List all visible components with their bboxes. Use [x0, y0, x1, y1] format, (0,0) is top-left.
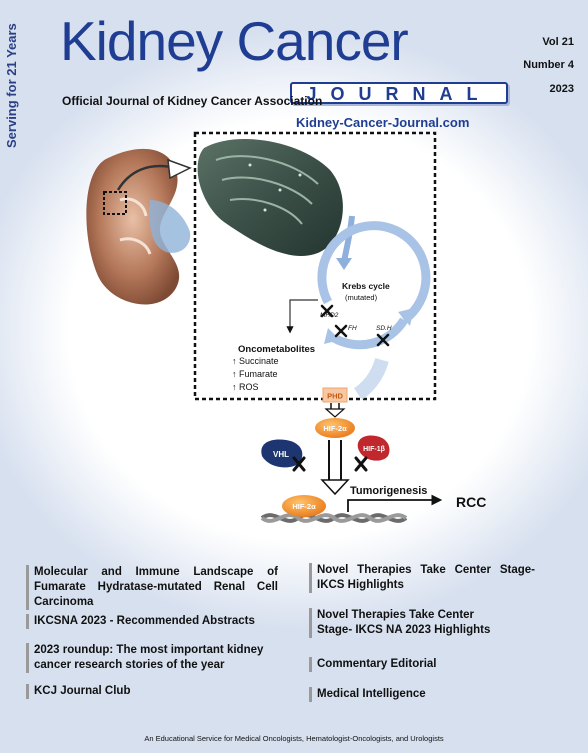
journal-banner: JOURNAL — [290, 82, 508, 104]
enzyme-mhd2: MHD2 — [320, 312, 339, 319]
enzyme-fh: FH — [348, 325, 357, 332]
krebs-title: Krebs cycle — [342, 281, 390, 291]
article-medical-intelligence[interactable]: Medical Intelligence — [309, 687, 535, 702]
article-ikcs-na-highlights[interactable]: Novel Therapies Take Center Stage- IKCS … — [309, 608, 509, 638]
hif1b-node — [357, 435, 390, 461]
phd-label: PHD — [327, 392, 343, 401]
journal-subtitle: Official Journal of Kidney Cancer Associ… — [62, 94, 323, 108]
enzyme-block-marks — [320, 304, 390, 347]
journal-word: JOURNAL — [306, 84, 492, 104]
phd-box — [322, 387, 348, 403]
hif1b-label: HIF-1β — [363, 446, 386, 453]
hif2a-top-label: HIF-2α — [323, 424, 347, 433]
onco-item-fumarate: Fumarate — [239, 369, 278, 379]
article-ikcsna-abstracts[interactable]: IKCSNA 2023 - Recommended Abstracts — [26, 614, 278, 629]
cover-footer: An Educational Service for Medical Oncol… — [144, 734, 444, 743]
rcc-label: RCC — [456, 494, 486, 510]
vhl-node — [261, 439, 303, 468]
journal-title: Kidney Cancer — [60, 10, 409, 72]
tumorigenesis-label: Tumorigenesis — [350, 485, 427, 497]
enzyme-sdh: SD.H — [376, 325, 392, 332]
svg-text:↑: ↑ — [232, 382, 237, 392]
article-commentary-editorial[interactable]: Commentary Editorial — [309, 657, 535, 672]
kidney-illustration — [86, 148, 191, 305]
mitochondrion-illustration — [197, 139, 343, 256]
onco-title: Oncometabolites — [238, 344, 315, 355]
issue-number: Number 4 — [523, 59, 574, 71]
article-ikcs-highlights[interactable]: Novel Therapies Take Center Stage- IKCS … — [309, 563, 535, 593]
krebs-cycle-ring — [317, 221, 431, 350]
hif2a-bottom-node — [282, 495, 326, 517]
svg-text:↑: ↑ — [232, 369, 237, 379]
issue-year: 2023 — [549, 83, 574, 95]
hif2a-top-node — [315, 418, 355, 438]
journal-website[interactable]: Kidney-Cancer-Journal.com — [296, 115, 470, 130]
dna-helix — [260, 513, 408, 523]
article-journal-club[interactable]: KCJ Journal Club — [26, 684, 278, 699]
svg-text:↑: ↑ — [232, 356, 237, 366]
issue-volume: Vol 21 — [542, 36, 574, 48]
article-2023-roundup[interactable]: 2023 roundup: The most important kidney … — [26, 643, 266, 673]
krebs-sub: (mutated) — [345, 293, 378, 302]
vhl-label: VHL — [273, 450, 289, 459]
onco-item-ros: ROS — [239, 382, 259, 392]
hif2a-bottom-label: HIF-2α — [292, 502, 316, 511]
onco-item-succinate: Succinate — [239, 356, 279, 366]
article-fumarate-hydratase[interactable]: Molecular and Immune Landscape of Fumara… — [26, 565, 278, 610]
